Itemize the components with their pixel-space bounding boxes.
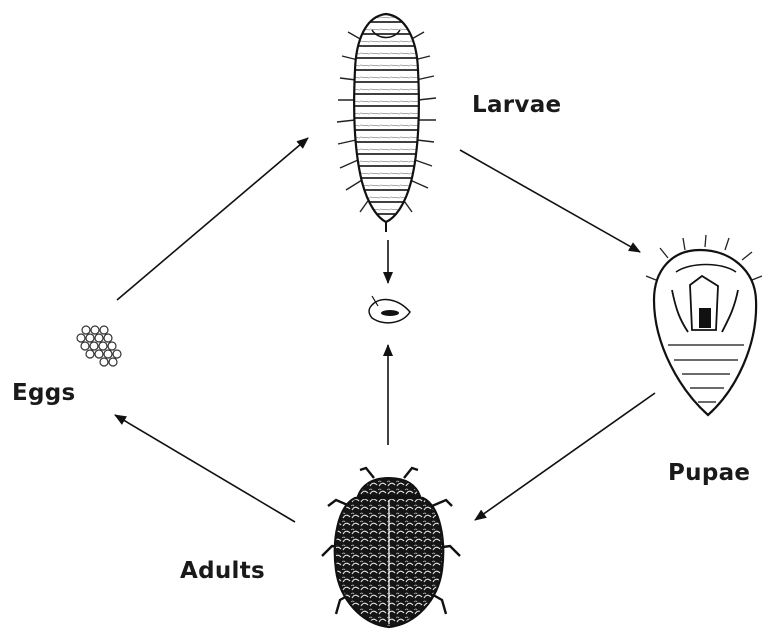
label-adults: Adults [180, 558, 265, 584]
cast-skin-illustration [369, 296, 410, 323]
adult-beetle-illustration [322, 468, 460, 627]
arrow-pupae-to-adults [475, 393, 655, 520]
label-larvae: Larvae [472, 92, 561, 118]
larva-illustration [337, 14, 436, 232]
eggs-illustration [77, 326, 121, 366]
arrow-larvae-to-pupae [460, 150, 640, 252]
pupa-illustration [646, 235, 762, 415]
label-pupae: Pupae [668, 460, 750, 486]
arrow-eggs-to-larvae [117, 138, 308, 300]
arrow-adults-to-eggs [115, 415, 295, 522]
label-eggs: Eggs [12, 380, 76, 406]
